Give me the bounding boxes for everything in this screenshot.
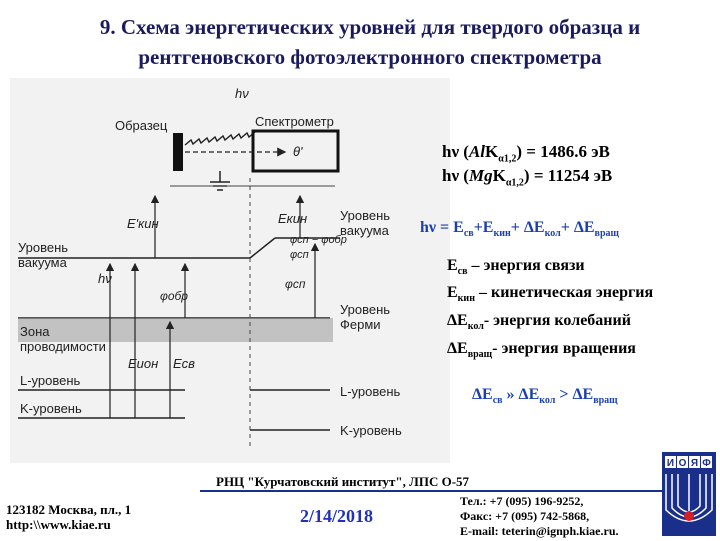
logo-letter-4: Ф [702, 458, 711, 469]
hv-label: hν [235, 86, 249, 101]
fermi-level-2: Ферми [340, 317, 381, 332]
title-line-1: 9. Схема энергетических уровней для твер… [99, 15, 641, 39]
sample-label: Образец [115, 118, 168, 133]
energy-level-diagram: Образец hν Спектрометр θ' Уровень вакуум… [10, 78, 450, 463]
footer-contact: Тел.: +7 (095) 196-9252, Факс: +7 (095) … [460, 494, 619, 539]
footer-website-link[interactable]: http:\\www.kiae.ru [6, 517, 111, 532]
phi-sp-right-label: φсп [285, 277, 306, 291]
hv-arrow-label: hν [98, 271, 112, 286]
l-level-left: L-уровень [20, 373, 81, 388]
xray-beam [184, 131, 256, 146]
e-kin-label: Eкин [278, 211, 307, 226]
mg-equation: hν (MgKα1,2) = 11254 эВ [442, 166, 613, 189]
institute-logo: И О Я Ф [662, 452, 716, 541]
vacuum-level-right-1: Уровень [340, 208, 390, 223]
logo-letter-3: Я [691, 458, 698, 469]
vacuum-level-left-2: вакуума [18, 255, 68, 270]
footer-email-link[interactable]: E-mail: teterin@ignph.kiae.ru. [460, 524, 619, 538]
footer-fax: Факс: +7 (095) 742-5868, [460, 509, 590, 523]
conduction-band [18, 318, 333, 342]
page-title: 9. Схема энергетических уровней для твер… [30, 12, 710, 72]
vacuum-level-right-2: вакуума [340, 223, 390, 238]
title-line-2: рентгеновского фотоэлектронного спектром… [138, 45, 602, 69]
sample-block [173, 133, 183, 171]
conduction-band-2: проводимости [20, 339, 106, 354]
footer-organization: РНЦ "Курчатовский институт", ЛПС О-57 [216, 474, 470, 489]
phi-sp-label: φсп [290, 249, 309, 261]
footer-phone: Тел.: +7 (095) 196-9252, [460, 494, 584, 508]
theta-label: θ' [293, 144, 303, 159]
energy-balance-equation: hν = Eсв+Eкин+ ΔEкол+ ΔEвращ [420, 219, 619, 240]
e-ion-label: Eион [128, 356, 158, 371]
k-level-right: K-уровень [340, 423, 402, 438]
logo-letter-2: О [679, 458, 687, 469]
energy-relation: ΔEсв » ΔEкол > ΔEвращ [472, 386, 618, 407]
footer-address: 123182 Москва, пл., 1 http:\\www.kiae.ru [6, 502, 131, 532]
footer-divider [200, 490, 670, 492]
phi-obr-label: φобр [160, 289, 188, 303]
definition-binding-energy: Eсв – энергия связи [447, 257, 585, 278]
logo-letter-1: И [667, 458, 674, 469]
definition-kinetic-energy: Eкин – кинетическая энергия [447, 284, 654, 305]
e-sv-label: Eсв [173, 356, 195, 371]
k-level-left: K-уровень [20, 401, 82, 416]
l-level-right: L-уровень [340, 384, 401, 399]
vacuum-level-left-1: Уровень [18, 240, 68, 255]
al-equation: hν (AlKα1,2) = 1486.6 эВ [442, 142, 610, 165]
footer-date: 2/14/2018 [300, 506, 374, 526]
spectrometer-label: Спектрометр [255, 114, 334, 129]
footer-address-line-1: 123182 Москва, пл., 1 [6, 502, 132, 517]
fermi-level-1: Уровень [340, 302, 390, 317]
conduction-band-1: Зона [20, 324, 50, 339]
logo-red-dot [684, 511, 694, 521]
definition-vibration-energy: ΔEкол- энергия колебаний [447, 312, 631, 333]
vacuum-level-right-line [249, 237, 276, 259]
phi-diff-label: φсп − φобр [290, 234, 347, 246]
spectrometer-box [251, 129, 340, 173]
definition-rotation-energy: ΔEвращ- энергия вращения [447, 340, 636, 361]
e-kin-prime-label: E'кин [127, 216, 159, 231]
